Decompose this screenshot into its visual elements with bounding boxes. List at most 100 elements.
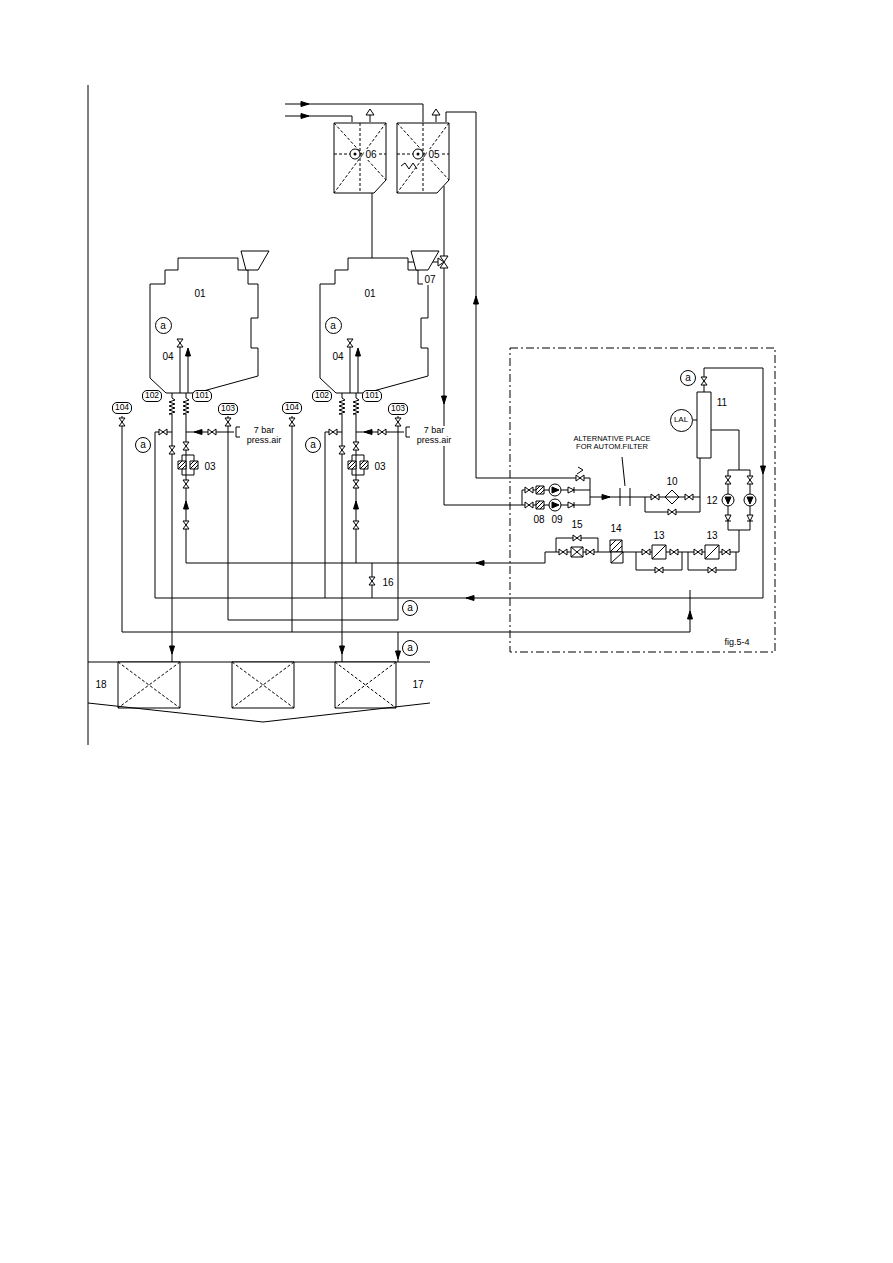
- valve-symbol: [225, 418, 231, 426]
- valve-symbol: [722, 549, 730, 555]
- flow-arrow: [466, 596, 474, 601]
- connection-tag: 102: [312, 390, 332, 401]
- reference-circle: a: [305, 437, 321, 453]
- callout-number: 17: [411, 679, 424, 690]
- tank-cross: [232, 662, 294, 708]
- pipe-line: [356, 393, 357, 563]
- pipe-line: [436, 115, 437, 122]
- reference-letter: a: [329, 320, 337, 331]
- valve-symbol: [289, 418, 295, 426]
- valve-symbol: [119, 418, 125, 426]
- pipe-line: [188, 356, 189, 393]
- pump-symbol: [747, 497, 753, 504]
- callout-number: 103: [391, 403, 405, 413]
- filter-hatch: [178, 461, 186, 469]
- flow-arrow: [442, 396, 447, 404]
- level-gauge: [417, 153, 420, 156]
- valve-symbol: [378, 429, 386, 435]
- vent-symbol: [432, 109, 440, 115]
- pump-symbol: [725, 497, 731, 504]
- filter-symbol: [190, 461, 198, 469]
- flow-arrow: [186, 348, 191, 356]
- pipe-line: [186, 530, 739, 563]
- valve-symbol: [573, 535, 581, 541]
- valve-symbol: [208, 429, 216, 435]
- flow-arrow: [761, 466, 766, 474]
- pipe-line: [370, 115, 371, 122]
- callout-number: 03: [203, 461, 216, 472]
- valve-symbol: [347, 339, 353, 347]
- check-valve: [574, 502, 575, 508]
- filter-hatch: [536, 501, 544, 509]
- page-margin-line: [88, 85, 89, 745]
- callout-number: 102: [145, 390, 159, 400]
- filter-symbol: [610, 540, 622, 552]
- turbo-intake: [411, 251, 439, 270]
- reference-letter: a: [310, 440, 316, 450]
- valve-symbol: [559, 549, 567, 555]
- pipe-line: [285, 116, 352, 122]
- flow-arrow: [356, 348, 361, 356]
- valve-symbol: [169, 446, 175, 454]
- expansion-bellows: [339, 398, 345, 414]
- double-bottom-tank: [335, 662, 396, 708]
- valve-symbol: [685, 494, 693, 500]
- check-valve: [568, 502, 574, 508]
- check-valve: [747, 521, 753, 522]
- level-gauge: [354, 153, 357, 156]
- filter-symbol: [536, 501, 544, 509]
- pipe-line: [325, 432, 342, 598]
- level-gauge: [413, 149, 423, 159]
- pipe-line: [645, 458, 700, 512]
- vent-symbol: [366, 109, 374, 115]
- valve-symbol: [708, 567, 716, 573]
- fine-filter-symbol: [571, 547, 583, 557]
- pipe-line: [122, 416, 690, 632]
- pipe-line: [350, 347, 351, 393]
- cooler-symbol: [705, 545, 719, 559]
- valve-symbol: [655, 567, 663, 573]
- reference-letter: a: [407, 603, 413, 613]
- callout-number: 01: [193, 288, 206, 299]
- cooler-symbol: [652, 545, 666, 559]
- valve-symbol: [586, 549, 594, 555]
- pump-symbol: [744, 494, 756, 506]
- valve-symbol: [353, 442, 359, 450]
- callout-number: 04: [161, 351, 174, 362]
- callout-number: 08: [532, 514, 545, 525]
- filter-hatch: [360, 461, 368, 469]
- tank-drawing: [333, 122, 387, 194]
- check-valve: [568, 487, 574, 493]
- callout-number: 13: [652, 530, 665, 541]
- relief-spring: [577, 467, 583, 474]
- callout-number: 01: [363, 288, 376, 299]
- pump-symbol: [549, 484, 561, 496]
- valve-symbol: [395, 418, 401, 426]
- callout-number: 11: [716, 397, 728, 408]
- fine-filter-symbol: [571, 547, 583, 557]
- flow-arrow: [476, 561, 484, 566]
- callout-number: 102: [315, 390, 329, 400]
- engine-outline: 01 a: [315, 245, 442, 395]
- check-valve: [747, 515, 753, 521]
- filter-hatch: [536, 486, 544, 494]
- connection-tag: 101: [192, 390, 212, 401]
- valve-symbol: [701, 377, 707, 385]
- filter-place-bracket: [630, 488, 631, 506]
- valve-symbol: [747, 476, 753, 484]
- valve-symbol: [642, 549, 650, 555]
- tank-outline: [334, 123, 386, 193]
- settling-tank: 06: [333, 122, 387, 194]
- flow-arrow: [194, 430, 202, 435]
- pipe-line: [180, 347, 181, 393]
- turbo-intake: [241, 251, 269, 270]
- valve-symbol: [183, 442, 189, 450]
- valve-symbol: [369, 577, 375, 585]
- strainer-symbol: [665, 490, 679, 504]
- callout-number: 16: [381, 577, 394, 588]
- check-valve: [725, 521, 731, 522]
- flow-arrow: [301, 114, 309, 119]
- tank-cross: [118, 662, 180, 708]
- reference-letter: a: [685, 373, 691, 383]
